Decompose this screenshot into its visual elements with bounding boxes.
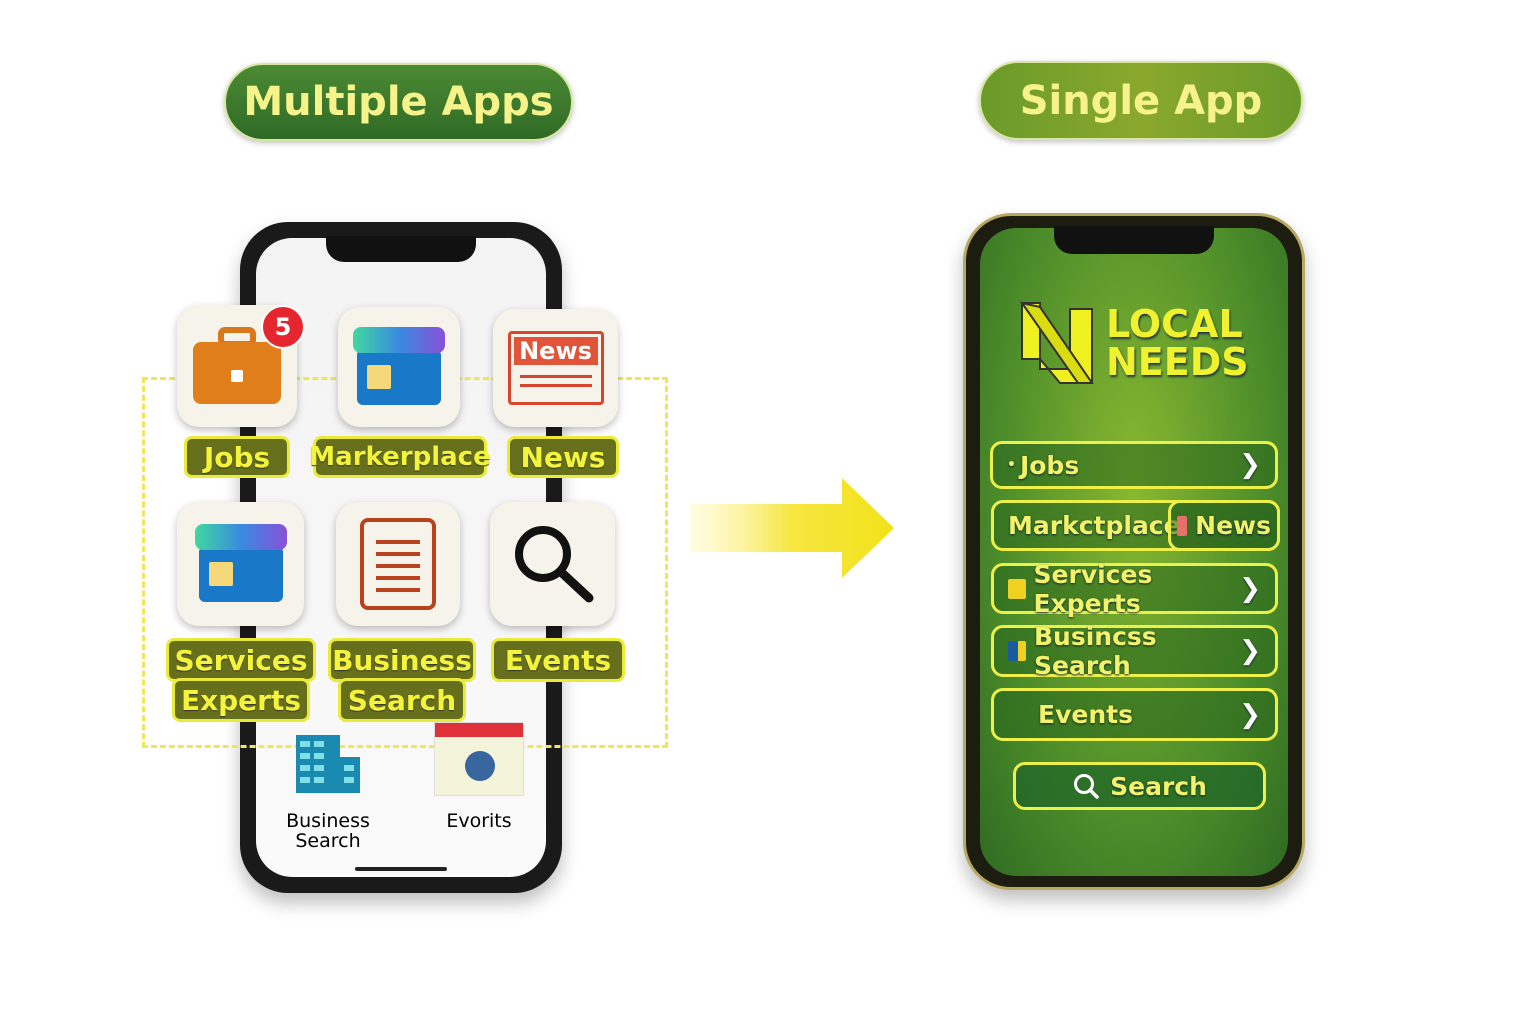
newspaper-icon-text: News: [513, 337, 598, 365]
chevron-right-icon: ❯: [1239, 573, 1261, 604]
search-icon: [1074, 774, 1099, 799]
chevron-right-icon: ❯: [1239, 699, 1261, 730]
app-events[interactable]: [490, 502, 615, 626]
notch: [1054, 226, 1214, 254]
menu-label: Events: [1038, 700, 1133, 729]
logo-line-local: LOCAL: [1106, 302, 1243, 346]
app-label-marketplace: Markerplace: [309, 436, 491, 478]
app-marketplace[interactable]: [338, 307, 460, 427]
menu-news[interactable]: News: [1168, 500, 1280, 551]
app-label-events: Events: [491, 638, 625, 682]
document-icon: [360, 518, 436, 610]
app-news[interactable]: News: [493, 309, 618, 427]
app-logo: LOCAL NEEDS: [1020, 298, 1265, 388]
menu-label: Busincss Search: [1033, 622, 1157, 680]
title-single-app: Single App: [979, 61, 1303, 140]
notch: [326, 236, 476, 262]
news-square-icon: [1177, 515, 1188, 536]
storefront-icon: [353, 327, 445, 405]
menu-business-search[interactable]: Busincss Search ❯: [991, 622, 1278, 680]
app-label-search: Search: [338, 678, 466, 722]
app-label-services: Services: [166, 638, 316, 682]
arrow-right-icon: [690, 478, 894, 578]
app-label-experts: Experts: [172, 678, 310, 722]
services-square-icon: [1008, 578, 1026, 599]
notification-badge: 5: [261, 305, 305, 349]
logo-line-needs: NEEDS: [1106, 340, 1249, 384]
home-indicator: [355, 867, 447, 871]
menu-services-experts[interactable]: Services Experts ❯: [991, 560, 1278, 618]
menu-label: Jobs: [1019, 450, 1080, 480]
storefront-icon: [194, 524, 287, 602]
title-multiple-apps: Multiple Apps: [224, 63, 573, 141]
app-label-business: Business: [328, 638, 476, 682]
dock-label-business: Business: [286, 810, 370, 832]
app-label-news: News: [507, 436, 619, 478]
dock-label-evorits: Evorits: [446, 810, 512, 832]
business-square-icon: [1008, 641, 1026, 661]
menu-label: News: [1195, 511, 1271, 540]
app-services-experts[interactable]: [177, 502, 304, 626]
app-business-search[interactable]: [336, 502, 460, 626]
search-label: Search: [1110, 771, 1207, 801]
dock-business-search[interactable]: Business Search: [280, 735, 376, 855]
briefcase-icon: [193, 327, 281, 404]
local-needs-logo-icon: [1020, 301, 1094, 384]
magnifier-icon: [514, 526, 593, 603]
menu-label: Markctplace: [1008, 511, 1181, 540]
search-button[interactable]: Search: [1013, 762, 1266, 810]
chevron-right-icon: ❯: [1239, 636, 1261, 666]
dock-label-search: Search: [295, 830, 361, 852]
app-label-jobs: Jobs: [184, 436, 290, 478]
menu-label: Services Experts: [1033, 559, 1153, 618]
menu-jobs[interactable]: •Jobs❯: [990, 441, 1278, 489]
newspaper-icon: News: [507, 331, 604, 405]
calendar-icon: [434, 722, 524, 796]
menu-events[interactable]: Events ❯: [991, 688, 1278, 741]
chevron-right-icon: ❯: [1239, 450, 1261, 480]
building-icon: [296, 735, 360, 793]
dock-evorits[interactable]: Evorits: [434, 722, 524, 834]
